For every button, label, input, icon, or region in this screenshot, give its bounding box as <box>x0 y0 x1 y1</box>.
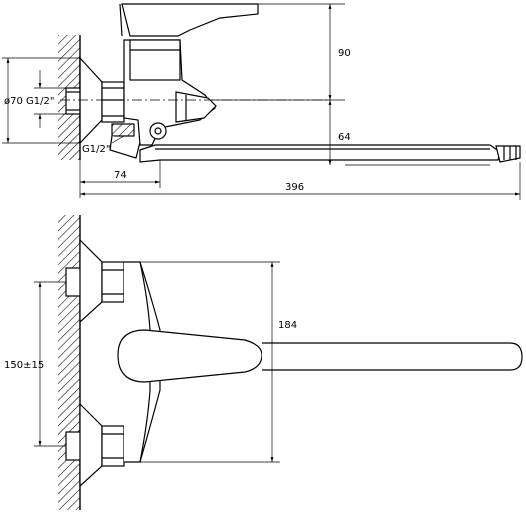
outlet-thread-top <box>111 123 135 137</box>
dim-inlet-spacing: 150±15 <box>4 360 44 371</box>
aerator-top <box>495 145 521 163</box>
dim-body-height: 184 <box>278 320 297 331</box>
hex-nut-upper <box>101 261 125 303</box>
side-view <box>58 3 521 163</box>
dim-inlet-thread: G1/2" <box>26 96 54 107</box>
dim-diameter: ø70 <box>4 96 23 107</box>
hex-nut-lower <box>101 425 125 467</box>
lever-handle-top <box>121 3 259 37</box>
escutcheon-upper <box>79 238 103 324</box>
dim-spout-depth: 64 <box>338 132 351 143</box>
front-view <box>58 215 523 510</box>
dimension-lines-bottom <box>34 261 280 463</box>
dim-outlet-thread: G1/2" <box>82 144 110 155</box>
spout-top <box>139 144 501 163</box>
dim-offset: 74 <box>114 170 127 181</box>
escutcheon-top <box>79 56 103 145</box>
spout-front <box>262 342 523 371</box>
wall-hatch-bottom <box>58 215 80 510</box>
dim-spout-length: 396 <box>285 182 304 193</box>
dim-height-top: 90 <box>338 48 351 59</box>
escutcheon-lower <box>79 402 103 488</box>
lever-handle-front <box>117 329 263 383</box>
dimension-lines-top <box>2 3 521 200</box>
